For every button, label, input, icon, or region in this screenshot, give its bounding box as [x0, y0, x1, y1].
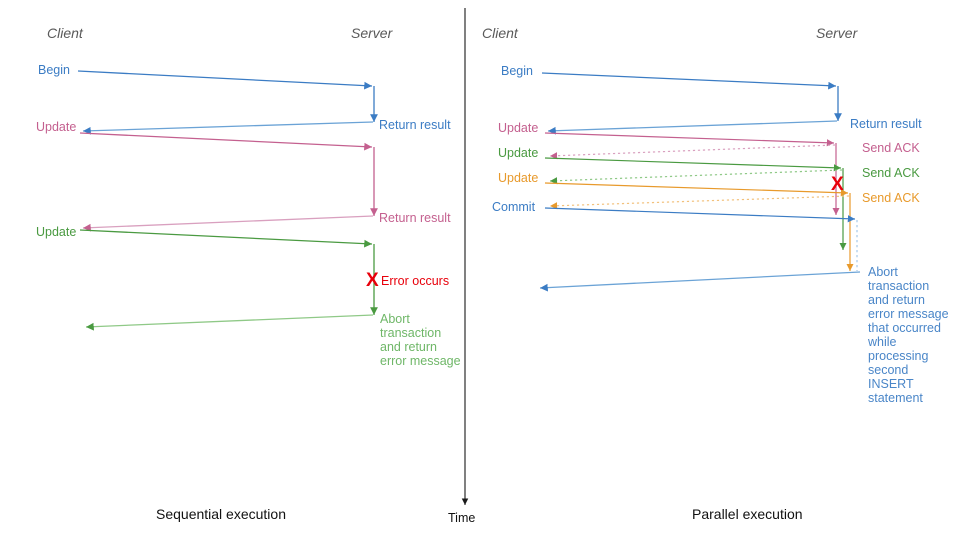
par-label-commit: Commit: [492, 200, 536, 214]
seq-msg-return-result-2-arrow: [82, 215, 374, 232]
par-actor-server-label: Server: [816, 25, 858, 41]
seq-msg-begin-arrow: [77, 70, 373, 90]
seq-msg-abort-arrow: [85, 314, 374, 331]
par-label-update-3: Update: [498, 171, 539, 185]
par-note-line: that occurred: [868, 321, 941, 335]
par-msg-return-result-arrow: [547, 120, 838, 135]
par-note-line: statement: [868, 391, 923, 405]
par-msg-send-ack-2-arrow: [549, 169, 843, 185]
par-panel-caption: Parallel execution: [692, 506, 803, 522]
seq-label-error-occurs: Error occurs: [381, 274, 450, 288]
seq-note-abort-transaction: Abort transaction and return error messa…: [380, 312, 466, 368]
par-actor-client-label: Client: [482, 25, 518, 41]
par-msg-abort-arrow: [539, 271, 861, 292]
par-note-line: Abort: [868, 265, 898, 279]
par-msg-update-1-arrow: [544, 132, 835, 147]
par-note-line: error message: [868, 307, 949, 321]
seq-label-return-result-1: Return result: [379, 118, 451, 132]
par-label-update-2: Update: [498, 146, 539, 160]
par-msg-commit-arrow: [544, 207, 856, 223]
seq-msg-update-1-arrow: [79, 132, 373, 151]
seq-panel-caption: Sequential execution: [156, 506, 286, 522]
par-label-update-1: Update: [498, 121, 539, 135]
par-label-begin: Begin: [501, 64, 533, 78]
par-msg-update-3-arrow: [544, 182, 849, 197]
par-note-line: while: [868, 335, 897, 349]
seq-note-line: transaction: [380, 326, 442, 340]
seq-msg-update-2-arrow: [79, 229, 373, 248]
par-msg-send-ack-3-arrow: [549, 195, 850, 210]
par-note-line: and return: [868, 293, 925, 307]
seq-label-update-1: Update: [36, 120, 77, 134]
seq-actor-client-label: Client: [47, 25, 83, 41]
par-msg-update-2-arrow: [544, 157, 842, 172]
par-note-abort-transaction: Abort transaction and return error messa…: [868, 265, 958, 405]
seq-msg-return-result-1-arrow: [82, 121, 374, 135]
seq-error-x-icon: X: [366, 270, 379, 291]
seq-actor-server-label: Server: [351, 25, 393, 41]
par-note-line: processing: [868, 349, 929, 363]
par-note-line: INSERT: [868, 377, 914, 391]
seq-note-line: error message: [380, 354, 461, 368]
par-label-return-result: Return result: [850, 117, 922, 131]
par-note-line: transaction: [868, 279, 930, 293]
par-msg-send-ack-1-arrow: [549, 144, 836, 160]
seq-note-line: and return: [380, 340, 437, 354]
par-label-send-ack-2: Send ACK: [862, 166, 920, 180]
par-msg-begin-arrow: [541, 72, 837, 90]
seq-label-return-result-2: Return result: [379, 211, 451, 225]
par-error-x-icon: X: [831, 174, 844, 195]
seq-note-line: Abort: [380, 312, 410, 326]
time-axis-label: Time: [448, 511, 476, 525]
par-note-line: second: [868, 363, 909, 377]
seq-label-update-2: Update: [36, 225, 77, 239]
par-label-send-ack-1: Send ACK: [862, 141, 920, 155]
seq-label-begin: Begin: [38, 63, 70, 77]
par-label-send-ack-3: Send ACK: [862, 191, 920, 205]
